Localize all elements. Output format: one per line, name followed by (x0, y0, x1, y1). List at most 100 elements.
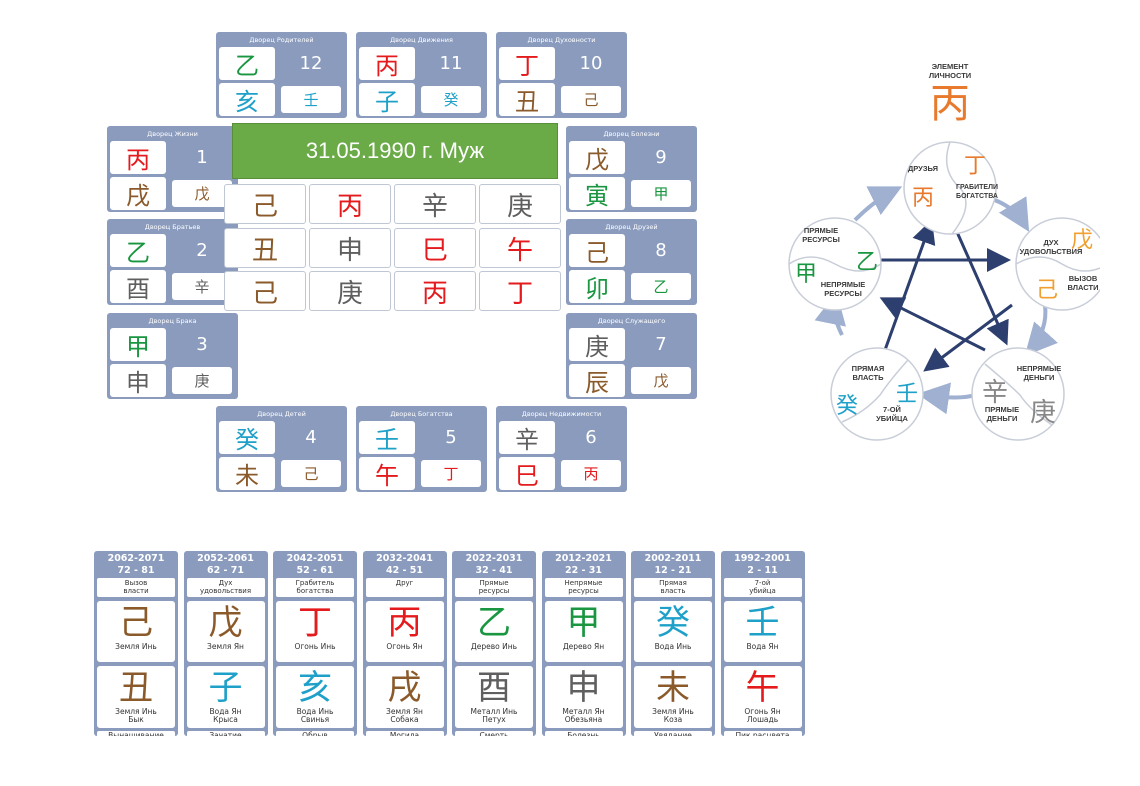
label-seven-killings: 7-ОЙ УБИЙЦА (876, 405, 908, 423)
palace-title: Дворец Родителей (249, 36, 314, 44)
glyph-bing: 丙 (912, 186, 935, 211)
luck-years: 2022-2031 (465, 553, 523, 564)
cycle-arrow (1024, 304, 1058, 356)
glyph-xin: 辛 (982, 378, 1009, 408)
glyph-yi: 乙 (856, 250, 879, 275)
palace-stem: 庚 (569, 328, 625, 361)
luck-stem-glyph: 乙 (477, 603, 511, 643)
life-stage-label: Пик расцвета (723, 731, 802, 736)
palace-title: Дворец Детей (257, 410, 306, 418)
diagram-top-label: ЭЛЕМЕНТ ЛИЧНОСТИ (928, 62, 972, 80)
life-stage-label: Вынашивание (97, 731, 175, 736)
luck-branch-desc: Вода Инь Свинья (296, 707, 334, 724)
pillar-glyph-cell[interactable]: 午 (479, 228, 561, 268)
palace-number: 12 (299, 53, 323, 74)
pillar-glyph-cell[interactable]: 申 (309, 228, 391, 268)
pillar-glyph-cell[interactable]: 丁 (479, 271, 561, 311)
pillar-glyph-cell[interactable]: 丙 (309, 184, 391, 224)
pillar-glyph-cell[interactable]: 丙 (394, 271, 476, 311)
chart-date-header: 31.05.1990 г. Муж (232, 123, 558, 179)
luck-stem-glyph: 戊 (208, 603, 243, 643)
palace-branch: 丑 (499, 83, 555, 116)
luck-branch-glyph: 酉 (477, 668, 511, 708)
palace-hidden-stem: 己 (281, 460, 341, 487)
ten-god-label: Непрямые ресурсы (544, 578, 623, 597)
ten-god-label: Прямые ресурсы (455, 578, 533, 597)
glyph-ji: 己 (1036, 278, 1059, 303)
pillar-glyph-cell[interactable]: 巳 (394, 228, 476, 268)
pillar-glyph-cell[interactable]: 己 (224, 184, 306, 224)
control-arrow (923, 303, 1013, 372)
luck-ages: 72 - 81 (117, 565, 155, 576)
palace-stem: 丁 (499, 47, 555, 80)
palace-branch: 巳 (499, 457, 555, 490)
luck-years: 2002-2011 (644, 553, 702, 564)
luck-branch-glyph: 午 (745, 668, 780, 708)
luck-branch-glyph: 未 (656, 668, 690, 708)
life-stage-label: Увядание (634, 731, 712, 736)
palace-number: 2 (196, 240, 208, 261)
ten-god-label: Друг (365, 578, 444, 597)
pillar-glyph-cell[interactable]: 庚 (479, 184, 561, 224)
luck-ages: 2 - 11 (747, 565, 778, 576)
luck-branch-desc: Огонь Ян Лошадь (744, 707, 781, 724)
luck-branch-desc: Земля Инь Коза (652, 707, 694, 724)
glyph-wu: 戊 (1071, 228, 1094, 253)
palace-stem: 丙 (110, 141, 166, 174)
luck-ages: 42 - 51 (386, 565, 423, 576)
ten-god-label: 7-ой убийца (723, 578, 802, 597)
palace-hidden-stem: 丁 (421, 460, 481, 487)
glyph-gui: 癸 (836, 394, 859, 419)
pillar-glyph-cell[interactable]: 庚 (309, 271, 391, 311)
pillar-glyph-cell[interactable]: 己 (224, 271, 306, 311)
palace-number: 11 (439, 53, 463, 74)
luck-years: 2052-2061 (197, 553, 254, 564)
palace-branch: 卯 (569, 270, 625, 303)
luck-branch-desc: Металл Ян Обезьяна (562, 707, 605, 724)
palace-branch: 寅 (569, 177, 625, 210)
pillar-glyph-cell[interactable]: 丑 (224, 228, 306, 268)
palace-title: Дворец Братьев (144, 223, 201, 231)
label-indirect-resource: НЕПРЯМЫЕ РЕСУРСЫ (820, 280, 866, 298)
palace-number: 10 (579, 53, 603, 74)
pillar-glyph-cell[interactable]: 辛 (394, 184, 476, 224)
palace-stem: 癸 (219, 421, 275, 454)
palace-hidden-stem: 癸 (421, 86, 481, 113)
element-circle-water (830, 347, 924, 441)
label-direct-resource: ПРЯМЫЕ РЕСУРСЫ (802, 226, 840, 244)
palace-hidden-stem: 甲 (631, 180, 691, 207)
ten-god-label: Прямая власть (634, 578, 712, 597)
luck-stem-glyph: 甲 (566, 603, 601, 643)
label-friends: ДРУЗЬЯ (907, 164, 939, 173)
luck-stem-desc: Дерево Инь (470, 642, 518, 651)
luck-years: 2062-2071 (107, 553, 165, 564)
palace-branch: 酉 (110, 270, 166, 303)
